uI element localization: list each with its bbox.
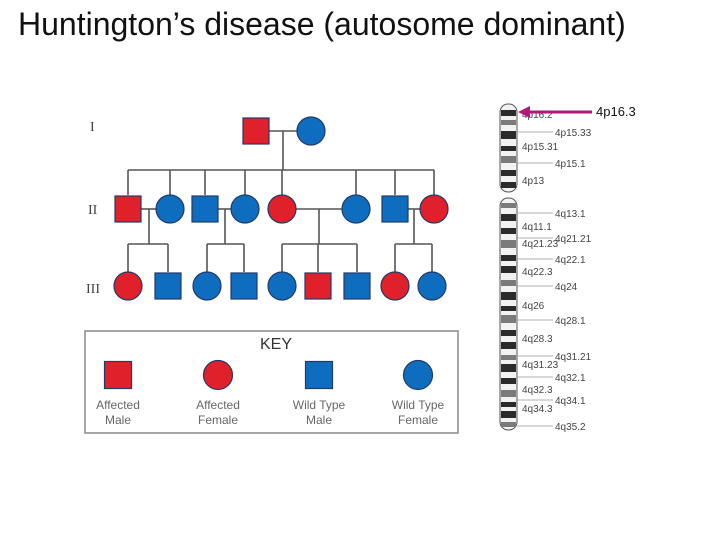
chromosome-band-12 [501, 266, 516, 273]
chromosome-band-15 [501, 306, 516, 311]
band-label-right-8: 4q32.1 [555, 373, 586, 384]
gen1-person-0-square [242, 117, 270, 145]
band-label-left-5: 4q22.3 [522, 267, 553, 278]
chromosome-band-8 [501, 214, 516, 221]
key-1-circle [202, 359, 234, 391]
gen3-person-6-square [343, 272, 371, 300]
key-label-1-line1: Affected [196, 398, 240, 412]
band-label-left-1: 4p15.31 [522, 142, 559, 153]
band-label-left-2: 4p13 [522, 176, 545, 187]
chromosome-band-0 [501, 110, 516, 116]
chromosome-band-13 [501, 280, 516, 286]
chromosome-band-23 [501, 402, 516, 407]
generation-label-3: III [86, 282, 100, 297]
chromosome-band-21 [501, 378, 516, 384]
band-label-right-1: 4p15.1 [555, 159, 586, 170]
key-3-circle [402, 359, 434, 391]
chromosome-band-25 [501, 422, 516, 427]
slide-title: Huntington’s disease (autosome dominant) [18, 6, 626, 42]
gen3-person-4-circle [267, 271, 297, 301]
gen2-person-1-circle [155, 194, 185, 224]
band-label-right-6: 4q28.1 [555, 316, 586, 327]
band-label-left-4: 4q21.23 [522, 239, 559, 250]
key-2-square [304, 360, 334, 390]
band-label-right-7: 4q31.21 [555, 352, 592, 363]
chromosome-4: 4p16.2 4p15.31 4p13 4q11.1 4q21.23 4q22.3 4q26… [499, 103, 636, 433]
gen3-person-8-circle [417, 271, 447, 301]
generation-label-2: II [88, 203, 98, 218]
gen2-person-7-circle [419, 194, 449, 224]
chromosome-band-4 [501, 156, 516, 163]
generation-label-1: I [90, 120, 95, 135]
key-label-3-line1: Wild Type [392, 398, 445, 412]
gen3-person-0-circle [113, 271, 143, 301]
gen3-person-1-square [154, 272, 182, 300]
chromosome-band-2 [501, 131, 516, 139]
key-border [84, 330, 459, 434]
band-label-right-5: 4q24 [555, 282, 578, 293]
band-label-right-3: 4q21.21 [555, 234, 592, 245]
band-label-right-4: 4q22.1 [555, 255, 586, 266]
chromosome-band-14 [501, 292, 516, 300]
gen2-person-0-square [114, 195, 142, 223]
band-label-right-9: 4q34.1 [555, 396, 586, 407]
chromosome-band-24 [501, 411, 516, 418]
band-label-right-10: 4q35.2 [555, 422, 586, 433]
key-label-2-line1: Wild Type [293, 398, 346, 412]
band-label-right-0: 4p15.33 [555, 128, 592, 139]
band-label-left-10: 4q34.3 [522, 404, 553, 415]
chromosome-band-16 [501, 315, 516, 323]
gen3-person-3-square [230, 272, 258, 300]
pedigree-symbols [113, 116, 449, 301]
gen3-person-5-square [304, 272, 332, 300]
band-label-left-3: 4q11.1 [522, 222, 552, 233]
gen2-person-3-circle [230, 194, 260, 224]
key-heading: KEY [260, 336, 292, 353]
chromosome-band-22 [501, 390, 516, 397]
chromosome-band-17 [501, 330, 516, 336]
band-label-right-2: 4q13.1 [555, 209, 586, 220]
gen2-person-5-circle [341, 194, 371, 224]
gen3-person-2-circle [192, 271, 222, 301]
gen1-person-1-circle [296, 116, 326, 146]
band-label-left-0: 4p16.2 [522, 110, 553, 121]
gen2-person-4-circle [267, 194, 297, 224]
gen2-person-2-square [191, 195, 219, 223]
key-0-square [103, 360, 133, 390]
band-label-left-9: 4q32.3 [522, 385, 553, 396]
chromosome-band-18 [501, 342, 516, 349]
key-label-2-line2: Male [306, 413, 332, 427]
key-label-0-line2: Male [105, 413, 131, 427]
chromosome-band-19 [501, 355, 516, 360]
key-label-0-line1: Affected [96, 398, 140, 412]
pointer-arrow-head [518, 106, 530, 118]
key-label-3-line2: Female [398, 413, 438, 427]
gen3-person-7-circle [380, 271, 410, 301]
pedigree-lines [127, 130, 435, 272]
chromosome-band-7 [501, 203, 516, 208]
chromosome-band-5 [501, 170, 516, 176]
chromosome-band-9 [501, 228, 516, 234]
band-label-left-8: 4q31.23 [522, 360, 559, 371]
chromosome-band-6 [501, 182, 516, 188]
chromosome-band-11 [501, 255, 516, 261]
gen2-person-6-square [381, 195, 409, 223]
chromosome-band-10 [501, 240, 516, 248]
band-label-left-6: 4q26 [522, 301, 545, 312]
band-label-left-7: 4q28.3 [522, 334, 553, 345]
pointer-label: 4p16.3 [596, 104, 636, 119]
chromosome-band-3 [501, 146, 516, 151]
chromosome-band-1 [501, 120, 516, 125]
key-label-1-line2: Female [198, 413, 238, 427]
chromosome-band-20 [501, 364, 516, 372]
